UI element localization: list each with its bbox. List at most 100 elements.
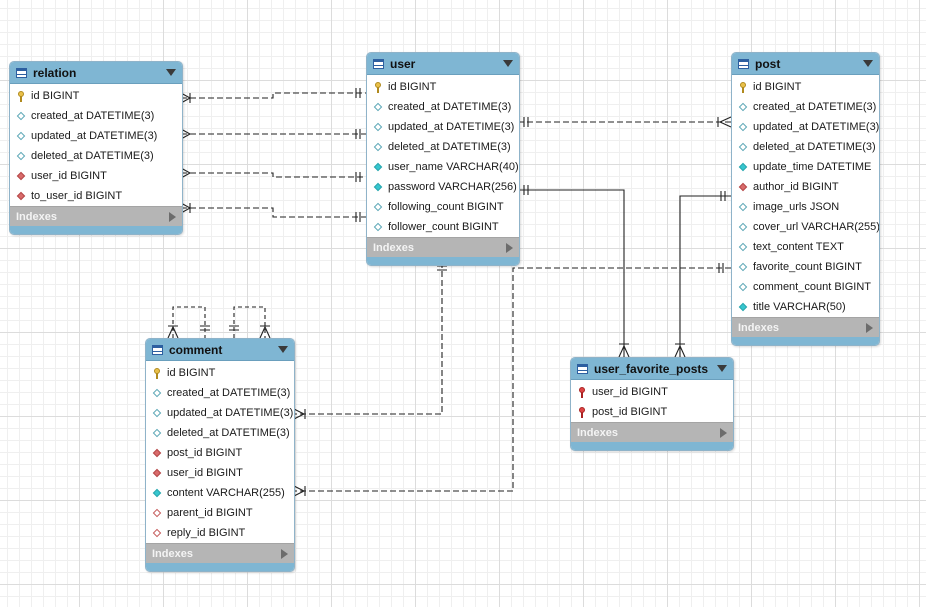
expand-arrow-icon[interactable]	[281, 548, 288, 559]
table-bottom-bar	[10, 226, 182, 234]
collapse-arrow-icon[interactable]	[717, 365, 727, 372]
indexes-bar[interactable]: Indexes	[10, 206, 182, 226]
column-row[interactable]: user_id BIGINT	[146, 463, 294, 483]
collapse-arrow-icon[interactable]	[863, 60, 873, 67]
column-row[interactable]: updated_at DATETIME(3)	[146, 403, 294, 423]
relationship-post-favorite	[679, 195, 731, 357]
table-user[interactable]: user id BIGINT created_at DATETIME(3) up…	[366, 52, 520, 266]
column-row[interactable]: deleted_at DATETIME(3)	[367, 137, 519, 157]
table-header[interactable]: post	[732, 53, 879, 75]
column-label: favorite_count BIGINT	[753, 261, 862, 273]
column-row[interactable]: image_urls JSON	[732, 197, 879, 217]
nullable-column-icon	[151, 388, 162, 399]
table-post[interactable]: post id BIGINT created_at DATETIME(3) up…	[731, 52, 880, 346]
foreign-key-icon	[15, 171, 26, 182]
column-label: id BIGINT	[167, 367, 216, 379]
column-row[interactable]: reply_id BIGINT	[146, 523, 294, 543]
indexes-bar[interactable]: Indexes	[571, 422, 733, 442]
column-row[interactable]: updated_at DATETIME(3)	[10, 126, 182, 146]
column-row[interactable]: author_id BIGINT	[732, 177, 879, 197]
table-user-favorite-posts[interactable]: user_favorite_posts user_id BIGINT post_…	[570, 357, 734, 451]
indexes-bar[interactable]: Indexes	[146, 543, 294, 563]
expand-arrow-icon[interactable]	[720, 427, 727, 438]
nullable-column-icon	[372, 102, 383, 113]
column-row[interactable]: created_at DATETIME(3)	[732, 97, 879, 117]
column-label: title VARCHAR(50)	[753, 301, 846, 313]
primary-foreign-key-icon	[576, 386, 587, 398]
nullable-column-icon	[372, 122, 383, 133]
column-row[interactable]: created_at DATETIME(3)	[10, 106, 182, 126]
foreign-key-icon	[151, 468, 162, 479]
indexes-label: Indexes	[152, 547, 193, 560]
column-row[interactable]: comment_count BIGINT	[732, 277, 879, 297]
indexes-bar[interactable]: Indexes	[367, 237, 519, 257]
nullable-column-icon	[737, 262, 748, 273]
primary-key-icon	[15, 90, 26, 102]
column-row[interactable]: parent_id BIGINT	[146, 503, 294, 523]
primary-key-icon	[737, 81, 748, 93]
expand-arrow-icon[interactable]	[866, 322, 873, 333]
indexes-label: Indexes	[738, 321, 779, 334]
table-relation[interactable]: relation id BIGINT created_at DATETIME(3…	[9, 61, 183, 235]
relationship-comment-self-2	[233, 306, 266, 338]
column-row[interactable]: content VARCHAR(255)	[146, 483, 294, 503]
column-row[interactable]: title VARCHAR(50)	[732, 297, 879, 317]
column-row[interactable]: cover_url VARCHAR(255)	[732, 217, 879, 237]
column-row[interactable]: to_user_id BIGINT	[10, 186, 182, 206]
table-header[interactable]: user_favorite_posts	[571, 358, 733, 380]
nullable-column-icon	[15, 131, 26, 142]
column-row[interactable]: post_id BIGINT	[571, 402, 733, 422]
column-label: password VARCHAR(256)	[388, 181, 517, 193]
column-row[interactable]: favorite_count BIGINT	[732, 257, 879, 277]
column-label: updated_at DATETIME(3)	[753, 121, 880, 133]
nullable-foreign-key-icon	[151, 528, 162, 539]
table-header[interactable]: comment	[146, 339, 294, 361]
column-row[interactable]: user_name VARCHAR(40)	[367, 157, 519, 177]
column-row[interactable]: id BIGINT	[732, 77, 879, 97]
column-row[interactable]: follower_count BIGINT	[367, 217, 519, 237]
column-row[interactable]: deleted_at DATETIME(3)	[146, 423, 294, 443]
collapse-arrow-icon[interactable]	[503, 60, 513, 67]
expand-arrow-icon[interactable]	[169, 211, 176, 222]
column-row[interactable]: id BIGINT	[367, 77, 519, 97]
column-label: user_id BIGINT	[31, 170, 107, 182]
table-title: relation	[33, 65, 77, 80]
column-label: post_id BIGINT	[592, 406, 668, 418]
table-title: post	[755, 56, 781, 71]
column-row[interactable]: id BIGINT	[146, 363, 294, 383]
column-row[interactable]: id BIGINT	[10, 86, 182, 106]
column-row[interactable]: updated_at DATETIME(3)	[732, 117, 879, 137]
nullable-column-icon	[15, 151, 26, 162]
column-label: deleted_at DATETIME(3)	[388, 141, 511, 153]
column-row[interactable]: update_time DATETIME	[732, 157, 879, 177]
collapse-arrow-icon[interactable]	[166, 69, 176, 76]
collapse-arrow-icon[interactable]	[278, 346, 288, 353]
column-label: updated_at DATETIME(3)	[31, 130, 158, 142]
nullable-column-icon	[372, 202, 383, 213]
column-row[interactable]: user_id BIGINT	[10, 166, 182, 186]
column-row[interactable]: created_at DATETIME(3)	[146, 383, 294, 403]
table-icon	[373, 58, 384, 69]
column-row[interactable]: created_at DATETIME(3)	[367, 97, 519, 117]
column-row[interactable]: text_content TEXT	[732, 237, 879, 257]
column-label: id BIGINT	[388, 81, 437, 93]
column-label: text_content TEXT	[753, 241, 844, 253]
table-header[interactable]: relation	[10, 62, 182, 84]
column-row[interactable]: post_id BIGINT	[146, 443, 294, 463]
indexes-label: Indexes	[577, 426, 618, 439]
column-label: id BIGINT	[753, 81, 802, 93]
column-row[interactable]: deleted_at DATETIME(3)	[732, 137, 879, 157]
relationship-relation-user-1	[181, 92, 366, 99]
column-row[interactable]: following_count BIGINT	[367, 197, 519, 217]
column-row[interactable]: password VARCHAR(256)	[367, 177, 519, 197]
column-row[interactable]: user_id BIGINT	[571, 382, 733, 402]
table-header[interactable]: user	[367, 53, 519, 75]
expand-arrow-icon[interactable]	[506, 242, 513, 253]
indexes-bar[interactable]: Indexes	[732, 317, 879, 337]
column-row[interactable]: deleted_at DATETIME(3)	[10, 146, 182, 166]
column-row[interactable]: updated_at DATETIME(3)	[367, 117, 519, 137]
column-label: update_time DATETIME	[753, 161, 872, 173]
table-comment[interactable]: comment id BIGINT created_at DATETIME(3)…	[145, 338, 295, 572]
column-label: follower_count BIGINT	[388, 221, 499, 233]
column-label: created_at DATETIME(3)	[31, 110, 155, 122]
